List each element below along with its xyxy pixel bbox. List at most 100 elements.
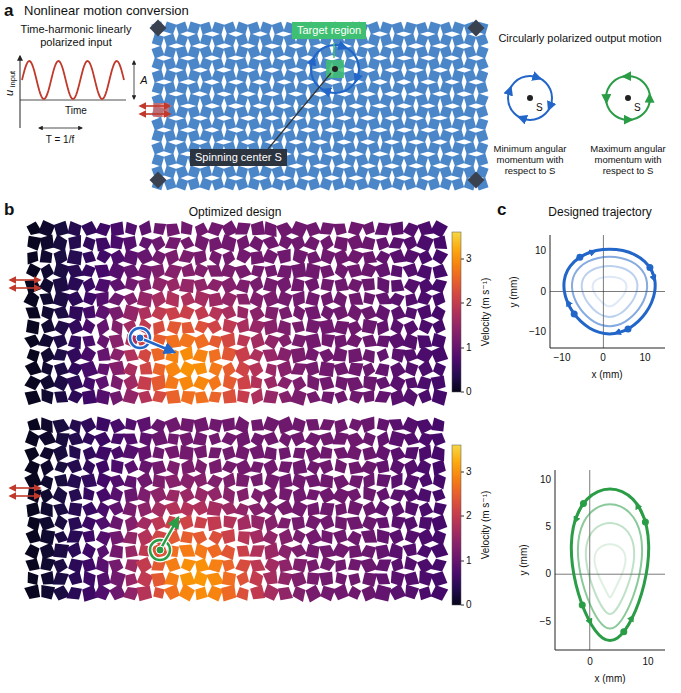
lattice-cell <box>428 130 441 143</box>
lattice-cell <box>199 130 212 142</box>
lattice-cell <box>416 264 432 280</box>
lattice-cell <box>404 130 417 143</box>
lattice-cell <box>40 530 55 546</box>
lattice-cell <box>54 531 69 543</box>
lattice-cell <box>476 34 489 47</box>
lattice-cell <box>194 250 207 265</box>
lattice-cell <box>40 249 53 263</box>
lattice-cell <box>377 320 389 336</box>
lattice-cell <box>212 106 225 119</box>
lattice-cell <box>402 263 418 277</box>
lattice-cell <box>416 94 429 107</box>
lattice-cell <box>222 251 235 267</box>
lattice-cell <box>432 249 448 265</box>
lattice-cell <box>151 375 166 392</box>
figure-label: 10 <box>535 245 546 257</box>
lattice-cell <box>404 106 417 119</box>
lattice-cell <box>195 391 209 403</box>
lattice-cell <box>237 334 251 347</box>
lattice-cell <box>272 58 285 71</box>
lattice-cell <box>451 46 464 59</box>
lattice-cell <box>26 263 41 278</box>
lattice-cell <box>193 472 207 487</box>
lattice-cell <box>152 58 165 71</box>
lattice-cell <box>180 472 197 490</box>
lattice-cell <box>418 528 435 545</box>
lattice-cell <box>53 559 68 574</box>
lattice-cell <box>82 306 95 319</box>
lattice-cell <box>349 390 364 403</box>
lattice-cell <box>404 94 416 106</box>
lattice-cell <box>80 361 98 378</box>
lattice-cell <box>279 473 292 488</box>
lattice-cell <box>402 417 419 434</box>
trajectory <box>586 523 634 614</box>
lattice-cell <box>194 334 210 350</box>
tag-text: Spinning center S <box>195 151 282 163</box>
lattice-cell <box>432 292 445 307</box>
lattice-cell <box>111 459 124 474</box>
lattice-cell <box>38 220 55 237</box>
lattice-cell <box>290 389 306 406</box>
lattice-cell <box>452 166 465 179</box>
lattice-cell <box>391 22 404 34</box>
lattice-cell <box>220 291 237 307</box>
lattice-cell <box>96 237 111 251</box>
lattice-cell <box>404 142 417 155</box>
lattice-cell <box>361 530 377 543</box>
lattice-cell <box>224 46 236 59</box>
figure-label: 0 <box>466 599 472 611</box>
lattice-cell <box>333 321 349 335</box>
lattice-cell <box>430 585 448 601</box>
lattice-cell <box>306 391 321 403</box>
lattice-cell <box>432 489 445 502</box>
lattice-cell <box>452 22 465 35</box>
lattice-cell <box>416 419 434 434</box>
lattice-cell <box>200 165 212 178</box>
lattice-cell <box>220 234 236 252</box>
lattice-cell <box>260 94 273 106</box>
lattice-cell <box>176 22 189 35</box>
lattice-cell <box>53 374 70 391</box>
lattice-cell <box>356 69 369 82</box>
lattice-cell <box>138 278 152 292</box>
lattice-cell <box>388 543 402 559</box>
lattice-cell <box>97 249 112 264</box>
trajectory <box>571 489 648 641</box>
lattice-cell <box>209 362 223 377</box>
lattice-cell <box>348 500 364 515</box>
lattice-cell <box>263 501 278 516</box>
lattice-cell <box>333 584 349 600</box>
lattice-cell <box>320 130 333 143</box>
lattice-cell <box>349 461 364 474</box>
figure-label: Designed trajectory <box>548 206 651 220</box>
lattice-cell <box>192 349 208 363</box>
lattice-cell <box>125 418 137 431</box>
lattice-cell <box>188 166 201 179</box>
figure-label: S <box>634 102 641 114</box>
orbit-arrow <box>338 45 346 48</box>
lattice-cell <box>24 584 40 599</box>
lattice-cell <box>199 178 212 191</box>
lattice-cell <box>440 45 453 58</box>
lattice-cell <box>335 559 346 572</box>
lattice-cell <box>137 376 152 390</box>
lattice-cell <box>348 348 362 363</box>
lattice-cell <box>452 94 465 107</box>
lattice-cell <box>416 33 429 46</box>
lattice-cell <box>404 46 417 58</box>
lattice-cell <box>290 432 305 447</box>
lattice-cell <box>211 178 224 191</box>
lattice-cell <box>464 46 477 59</box>
lattice-cell <box>180 361 196 378</box>
lattice-cell <box>292 473 306 490</box>
lattice-cell <box>360 558 379 573</box>
lattice-cell <box>416 22 429 34</box>
lattice-cell <box>305 277 320 292</box>
lattice-cell <box>272 22 285 35</box>
lattice-cell <box>368 106 381 119</box>
trajectory-arrow <box>615 329 628 334</box>
lattice-cell <box>356 46 368 58</box>
lattice-cell <box>402 349 418 362</box>
lattice-cell <box>343 130 356 143</box>
